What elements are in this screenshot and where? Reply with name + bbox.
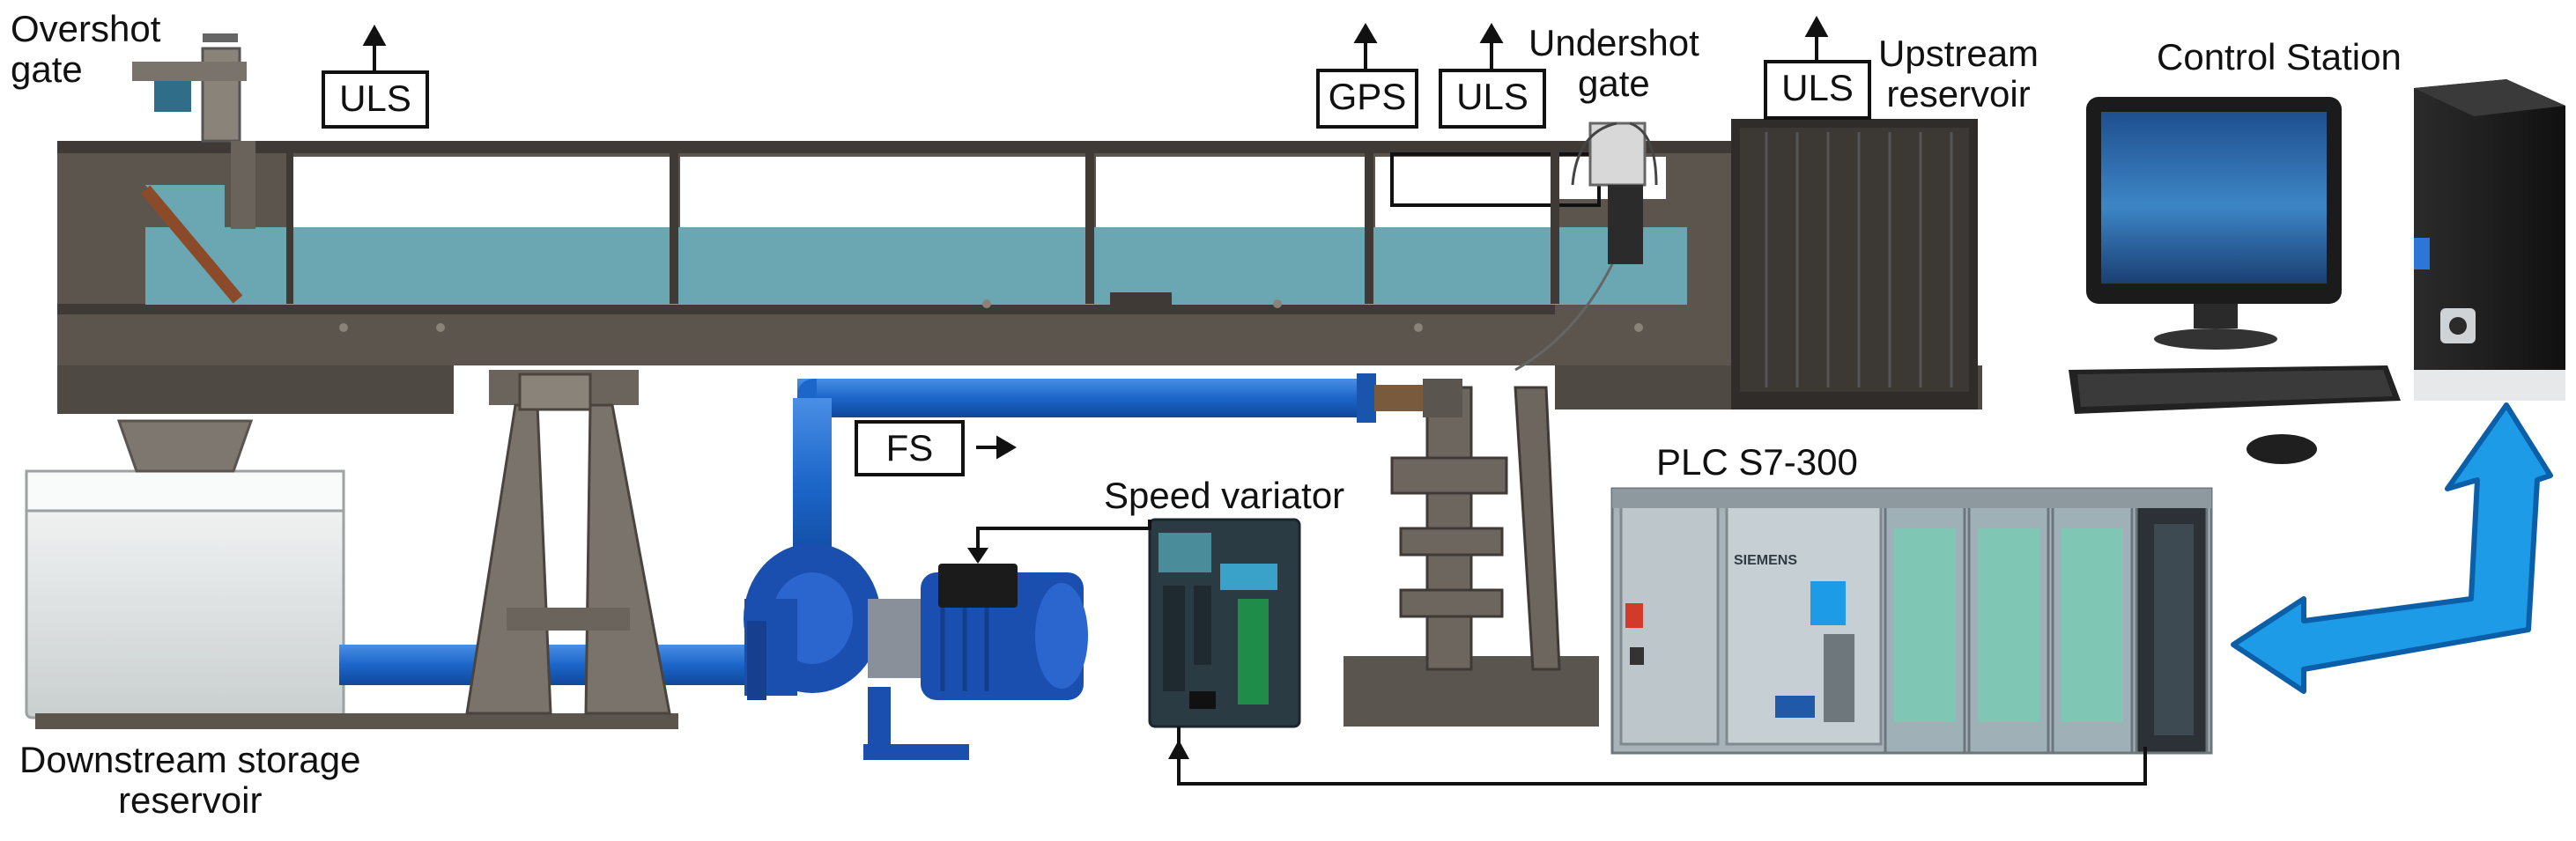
flume-support-left bbox=[465, 370, 671, 715]
pump-motor bbox=[744, 543, 1088, 760]
pc-tower-icon bbox=[2414, 79, 2565, 401]
speed-variator-label: Speed variator bbox=[1104, 475, 1345, 516]
plc-rack bbox=[1610, 487, 2213, 755]
undershot-gate-label-line2: gate bbox=[1578, 63, 1650, 104]
overshot-gate bbox=[132, 33, 255, 229]
signal-arrowheads bbox=[967, 548, 1189, 759]
uls-sensor-left: ULS bbox=[322, 70, 429, 129]
upstream-reservoir-label: Upstream reservoir bbox=[1878, 33, 2039, 114]
flume bbox=[57, 141, 1982, 414]
sensor-arrows bbox=[362, 15, 1829, 460]
mouse-icon bbox=[2247, 434, 2317, 464]
return-pipe bbox=[339, 645, 762, 685]
undershot-gate-label: Undershot gate bbox=[1529, 23, 1699, 104]
downstream-reservoir-label-line2: reservoir bbox=[118, 779, 263, 821]
upstream-reservoir-label-line2: reservoir bbox=[1886, 73, 2031, 114]
control-station-label: Control Station bbox=[2157, 36, 2402, 77]
downstream-reservoir-label-line1: Downstream storage bbox=[19, 739, 361, 780]
undershot-gate-label-line1: Undershot bbox=[1529, 22, 1699, 63]
speed-variator bbox=[1148, 518, 1301, 728]
flume-support-right bbox=[1344, 386, 1599, 727]
fs-sensor: FS bbox=[855, 420, 965, 476]
communication-arrow bbox=[2231, 402, 2553, 694]
plc-label: PLC S7-300 bbox=[1656, 441, 1858, 483]
undershot-gate bbox=[1514, 122, 1658, 372]
downstream-reservoir bbox=[25, 419, 678, 729]
gps-sensor: GPS bbox=[1316, 69, 1418, 129]
overshot-gate-label-line2: gate bbox=[11, 48, 83, 90]
supply-pipe bbox=[793, 373, 1462, 574]
downstream-reservoir-label: Downstream storage reservoir bbox=[19, 740, 361, 821]
overshot-gate-label: Overshot gate bbox=[11, 9, 160, 90]
monitor-icon bbox=[2086, 97, 2342, 350]
uls-sensor-mid: ULS bbox=[1439, 69, 1546, 129]
upstream-reservoir bbox=[1731, 119, 1978, 409]
keyboard-icon bbox=[2069, 365, 2401, 414]
uls-sensor-right: ULS bbox=[1764, 60, 1871, 120]
overshot-gate-label-line1: Overshot bbox=[11, 8, 161, 49]
plc-brand: SIEMENS bbox=[1734, 553, 1798, 568]
upstream-reservoir-label-line1: Upstream bbox=[1878, 33, 2039, 74]
